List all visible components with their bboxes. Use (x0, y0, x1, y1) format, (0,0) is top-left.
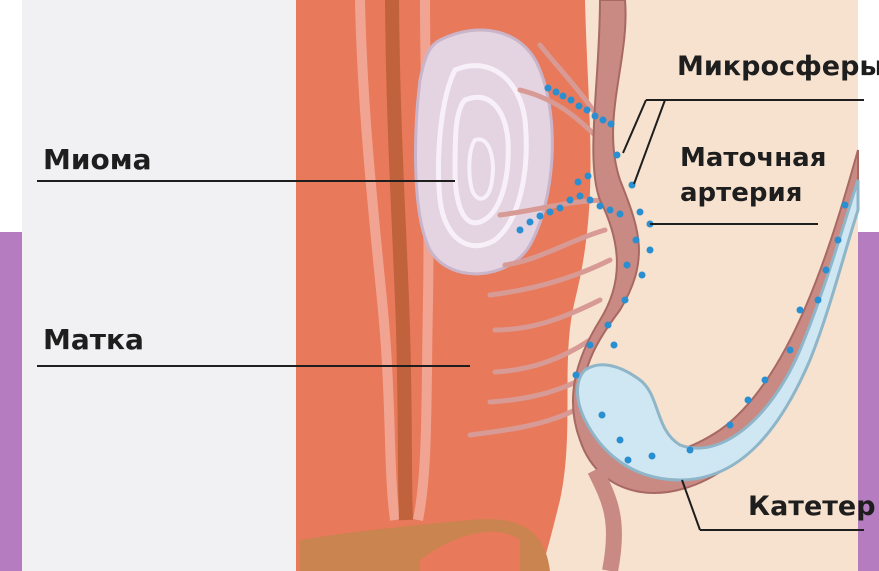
label-uterine-artery-line1: Маточная (680, 143, 826, 173)
label-mioma: Миома (43, 145, 152, 175)
label-matka: Матка (43, 325, 144, 355)
left-purple-band (0, 232, 22, 571)
label-microspheres: Микросферы (677, 52, 879, 82)
label-uterine-artery-line2: артерия (680, 178, 802, 208)
label-catheter: Катетер (748, 492, 876, 522)
left-white-panel (22, 0, 296, 571)
fibroid (416, 30, 553, 274)
